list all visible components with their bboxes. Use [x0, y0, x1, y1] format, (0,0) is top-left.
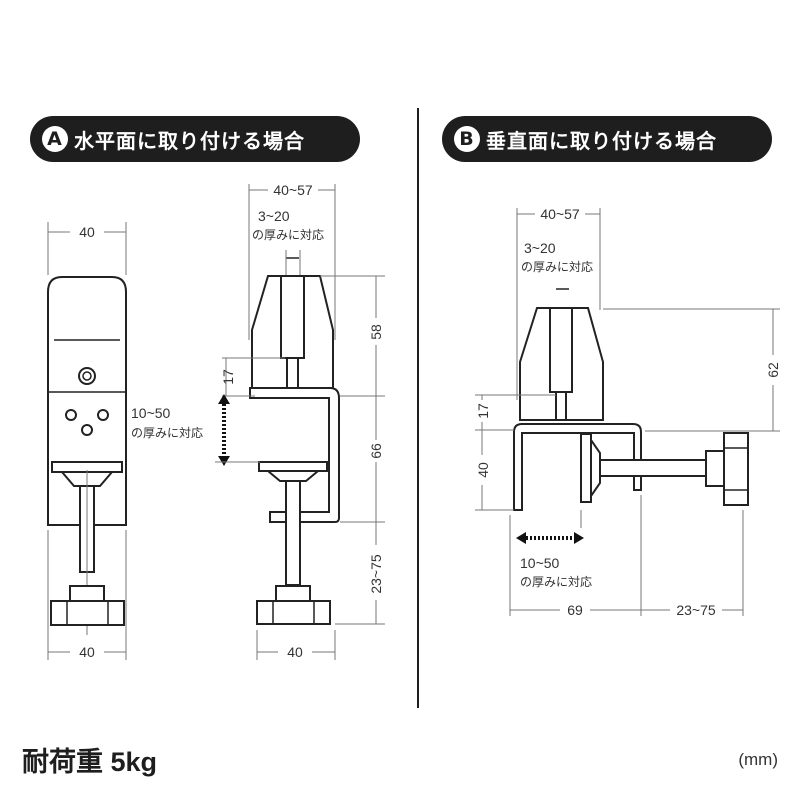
badge-b: B [454, 126, 480, 152]
b-clamp-range-caption: の厚みに対応 [520, 575, 592, 589]
b-slot-range-caption: の厚みに対応 [521, 260, 593, 274]
front-view-a: 40 40 [47, 222, 127, 660]
side-view-a: 40~57 3~20 の厚みに対応 17 10~50 の厚みに対応 [131, 182, 385, 660]
dim-62: 62 [765, 362, 781, 378]
dim-66: 66 [368, 443, 384, 459]
side-top-width: 40~57 [273, 182, 313, 198]
side-bottom-width: 40 [287, 644, 303, 660]
section-divider [417, 108, 419, 708]
b-clamp-range-value: 10~50 [520, 555, 560, 571]
dim-screw-a: 23~75 [368, 554, 384, 594]
section-a-header: A 水平面に取り付ける場合 [30, 116, 360, 162]
dim-17-a: 17 [220, 369, 236, 385]
slot-range-value: 3~20 [258, 208, 290, 224]
dim-40-b: 40 [475, 462, 491, 478]
section-b-header: B 垂直面に取り付ける場合 [442, 116, 772, 162]
dim-screw-b: 23~75 [676, 602, 716, 618]
clamp-range-value-a: 10~50 [131, 405, 171, 421]
load-capacity: 耐荷重 5kg [22, 747, 158, 777]
slot-range-caption: の厚みに対応 [252, 228, 324, 242]
dim-58: 58 [368, 324, 384, 340]
vertical-view-b: 40~57 3~20 の厚みに対応 62 17 40 [475, 206, 781, 618]
dim-69: 69 [567, 602, 583, 618]
badge-a: A [42, 126, 68, 152]
dim-17-b: 17 [475, 403, 491, 419]
b-top-width: 40~57 [540, 206, 580, 222]
front-bottom-width: 40 [79, 644, 95, 660]
clamp-range-caption-a: の厚みに対応 [131, 426, 203, 440]
b-slot-range-value: 3~20 [524, 240, 556, 256]
front-top-width: 40 [79, 224, 95, 240]
section-b-title: 垂直面に取り付ける場合 [486, 128, 717, 153]
section-a-title: 水平面に取り付ける場合 [74, 128, 305, 153]
screw-head-icon [78, 367, 96, 385]
unit-label: (mm) [738, 750, 778, 769]
